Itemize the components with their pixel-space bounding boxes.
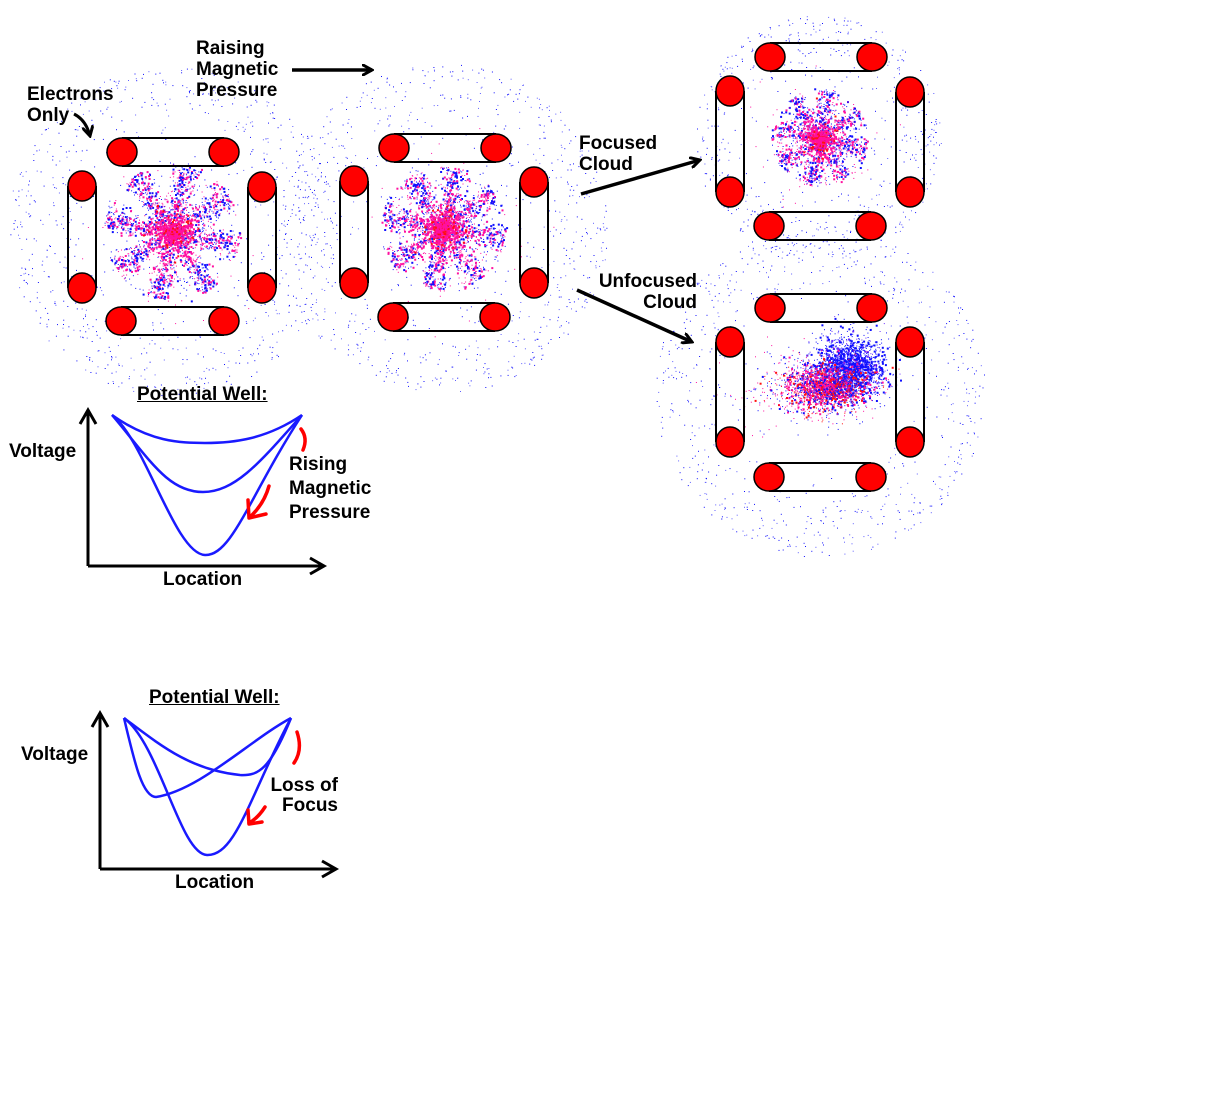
magnet-bar-right xyxy=(247,171,277,304)
graph1-curve-shallow xyxy=(111,413,303,445)
starburst-cloud-1 xyxy=(10,68,338,396)
magnet-bar-left xyxy=(339,165,369,299)
magnet-trap-1 xyxy=(67,137,277,336)
graph2-red-arrowhead xyxy=(246,808,264,826)
magnet-pole xyxy=(377,302,409,332)
magnet-bar-top xyxy=(754,293,888,323)
graph1-x-arrowhead xyxy=(309,556,328,576)
magnet-pole xyxy=(856,293,888,323)
magnet-pole xyxy=(519,267,549,299)
magnet-pole xyxy=(67,272,97,304)
magnet-bar-right xyxy=(519,166,549,299)
graph1-red-arrowhead xyxy=(246,498,268,520)
graph1-y-arrowhead xyxy=(78,406,98,425)
graph1-curve-medium xyxy=(111,414,303,494)
unfocused-cloud xyxy=(656,229,985,557)
graph2-title: Potential Well: xyxy=(149,687,280,708)
graph1-xlabel: Location xyxy=(163,569,243,590)
magnet-bar-top xyxy=(106,137,240,167)
magnet-trap-2 xyxy=(339,133,549,332)
potential-well-graph-1 xyxy=(78,406,328,576)
magnet-bar-bottom xyxy=(753,211,887,241)
magnet-pole xyxy=(895,326,925,358)
graph2-xlabel: Location xyxy=(175,872,255,893)
graph2-curve-left-shifted xyxy=(122,716,292,799)
magnet-pole xyxy=(895,76,925,108)
potential-well-graph-2 xyxy=(90,709,340,879)
magnet-bar-top xyxy=(378,133,512,163)
graph2-curve-right-shifted xyxy=(123,717,293,777)
graph2-ylabel: Voltage xyxy=(21,744,89,765)
graph1-title: Potential Well: xyxy=(137,384,268,405)
electrons-only-arrow xyxy=(73,112,90,136)
magnet-pole xyxy=(715,75,745,107)
magnet-bar-bottom xyxy=(105,306,240,336)
graph2-y-arrowhead xyxy=(90,709,110,728)
magnet-pole xyxy=(856,42,888,72)
magnet-pole xyxy=(208,137,240,167)
magnet-bar-left xyxy=(715,75,745,208)
focused-cloud xyxy=(697,16,942,261)
magnet-pole xyxy=(754,42,786,72)
magnet-pole xyxy=(715,326,745,358)
magnet-pole xyxy=(67,170,97,202)
magnet-pole xyxy=(479,302,511,332)
magnet-pole xyxy=(339,165,369,197)
magnet-pole xyxy=(753,462,785,492)
magnet-pole xyxy=(895,176,925,208)
graph2-red-tick xyxy=(292,730,302,765)
magnet-pole xyxy=(895,426,925,458)
magnet-trap-4 xyxy=(715,293,925,492)
magnet-pole xyxy=(339,267,369,299)
graph1-ylabel: Voltage xyxy=(9,441,77,462)
magnet-pole xyxy=(753,211,785,241)
graph1-red-arrow xyxy=(248,484,271,519)
magnet-pole xyxy=(754,293,786,323)
magnet-bar-left xyxy=(715,326,745,458)
magnet-pole xyxy=(715,426,745,458)
magnet-pole xyxy=(519,166,549,198)
graph2-curve-deep xyxy=(123,717,293,857)
magnet-pole xyxy=(106,137,138,167)
magnet-pole xyxy=(715,176,745,208)
magnet-pole xyxy=(105,306,137,336)
magnet-pole xyxy=(855,462,887,492)
magnet-pole xyxy=(208,306,240,336)
magnet-bar-right xyxy=(895,326,925,458)
magnet-pole xyxy=(247,272,277,304)
focused-arrow xyxy=(580,160,700,196)
magnet-pole xyxy=(247,171,277,203)
magnet-bar-right xyxy=(895,76,925,208)
magnet-bar-top xyxy=(754,42,888,72)
magnet-bar-left xyxy=(67,170,97,304)
magnet-trap-3 xyxy=(715,42,925,241)
graph1-curve-deep xyxy=(111,414,304,557)
magnet-bar-bottom xyxy=(753,462,887,492)
magnet-pole xyxy=(480,133,512,163)
graph2-x-arrowhead xyxy=(321,859,340,879)
starburst-cloud-2 xyxy=(281,64,608,392)
magnet-pole xyxy=(855,211,887,241)
graph1-red-tick xyxy=(299,427,307,452)
magnet-pole xyxy=(378,133,410,163)
magnet-bar-bottom xyxy=(377,302,511,332)
unfocused-arrow xyxy=(576,288,692,342)
